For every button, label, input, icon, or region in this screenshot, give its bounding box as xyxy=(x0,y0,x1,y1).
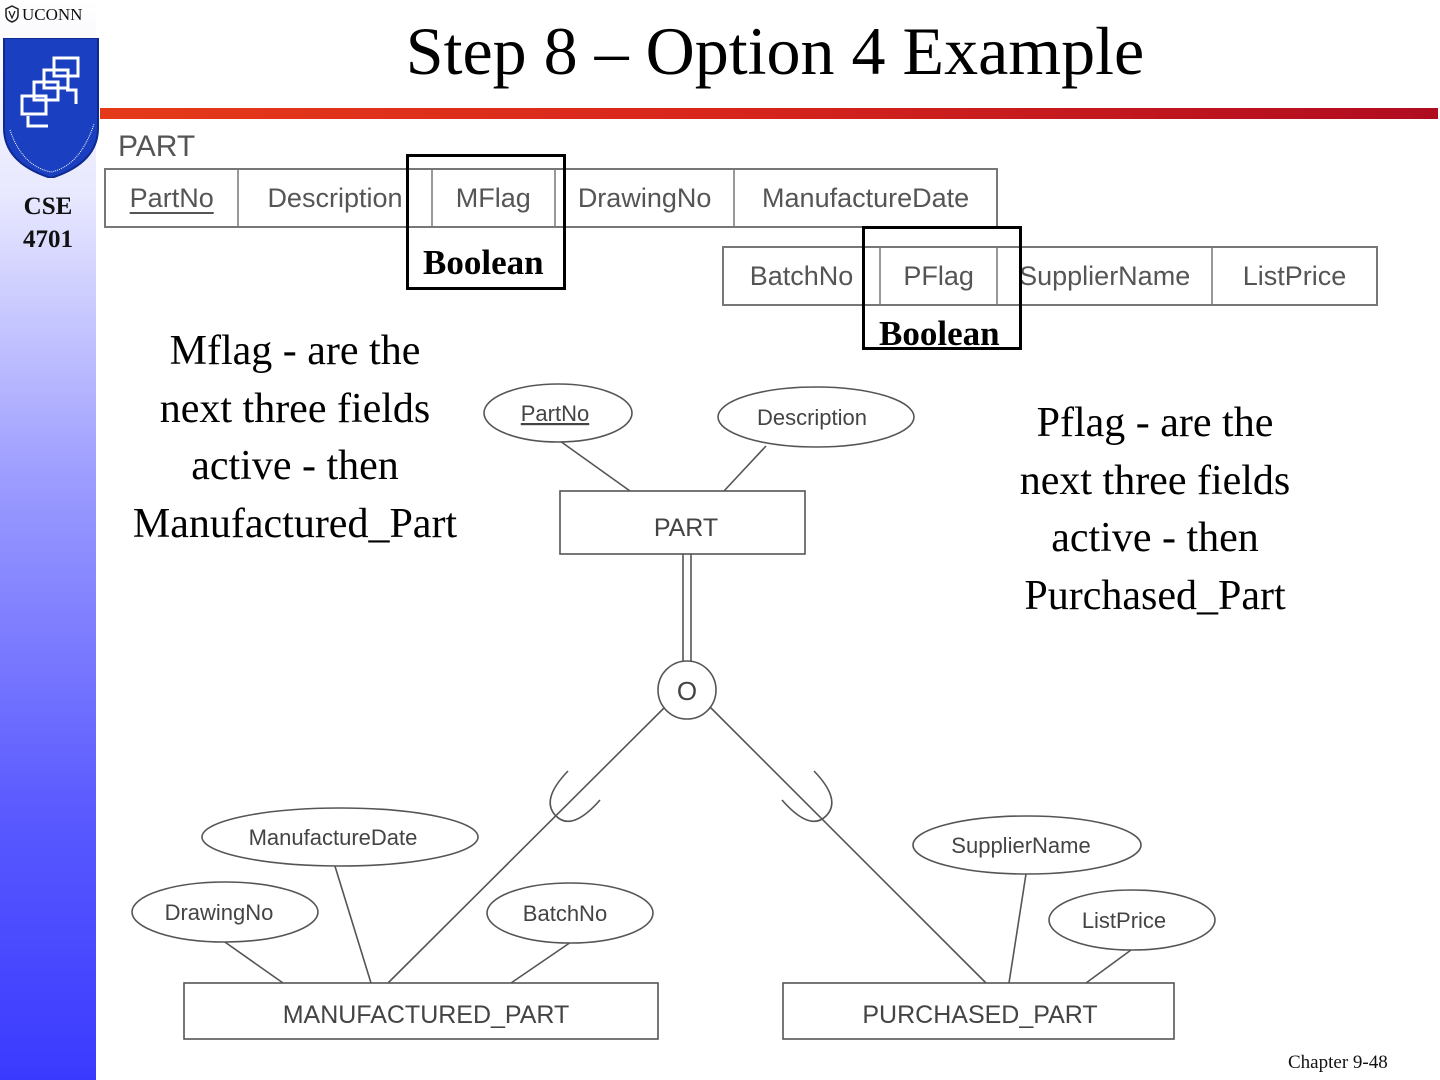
pflag-note-line: Purchased_Part xyxy=(1024,572,1286,619)
entity-purchased-part xyxy=(782,982,1175,1040)
relation-row-2: BatchNo PFlag SupplierName ListPrice xyxy=(722,246,1378,306)
attr-text-listprice: ListPrice xyxy=(1082,908,1166,933)
connector-line xyxy=(333,862,372,984)
course-code: CSE 4701 xyxy=(0,190,96,256)
uconn-wordmark: UCONN xyxy=(4,5,82,25)
attr-ellipse-suppliername xyxy=(912,815,1142,875)
attr-ellipse-manufacturedate xyxy=(201,807,479,867)
entity-manufactured-part xyxy=(183,982,659,1040)
sidebar xyxy=(0,0,96,1080)
mflag-type-label: Boolean xyxy=(423,243,544,282)
connector-line xyxy=(559,440,631,492)
subtype-line-manufactured xyxy=(387,704,668,984)
attr-text-partno: PartNo xyxy=(521,401,589,426)
cse-logo xyxy=(3,38,99,178)
relation-attr-pflag: PFlag xyxy=(881,248,999,304)
entity-part xyxy=(559,490,806,555)
relation-attr-batchno: BatchNo xyxy=(724,248,882,304)
relation-row-1: PartNo Description MFlag DrawingNo Manuf… xyxy=(104,168,998,228)
pflag-note-line: Pflag - are the xyxy=(1036,400,1274,446)
pflag-note-line: active - then xyxy=(1051,515,1259,561)
pflag-note-line: next three fields xyxy=(1019,457,1291,504)
attr-text-suppliername: SupplierName xyxy=(951,833,1090,858)
mflag-note-line: Mflag - are the xyxy=(169,328,421,374)
pflag-note: Pflag - are the next three fields active… xyxy=(980,395,1330,625)
subset-symbol xyxy=(549,770,601,823)
entity-purchased-part-label: PURCHASED_PART xyxy=(862,1001,1097,1029)
attr-ellipse-partno xyxy=(483,383,633,443)
connector-line xyxy=(1008,873,1027,984)
course-code-line1: CSE xyxy=(23,193,73,220)
entity-part-label: PART xyxy=(654,514,718,542)
attr-ellipse-listprice xyxy=(1048,889,1216,951)
subtype-line-purchased xyxy=(707,704,987,984)
relation-attr-listprice: ListPrice xyxy=(1242,260,1347,291)
attr-text-description: Description xyxy=(757,405,867,430)
pflag-highlight-box xyxy=(862,226,1022,350)
relation-attr-mflag: MFlag xyxy=(433,170,556,226)
connector-line xyxy=(1085,949,1132,984)
mflag-highlight-box xyxy=(406,154,566,290)
relation-attr-manufacturedate: ManufactureDate xyxy=(762,182,970,213)
uconn-label: UCONN xyxy=(22,5,83,24)
relation-name: PART xyxy=(118,130,196,163)
connector-line xyxy=(723,445,767,492)
mflag-note: Mflag - are the next three fields active… xyxy=(110,323,480,553)
slide-footer: Chapter 9-48 xyxy=(1288,1052,1388,1073)
relation-attr-drawingno: DrawingNo xyxy=(556,170,736,226)
mflag-note-line: next three fields xyxy=(159,385,431,432)
course-code-line2: 4701 xyxy=(23,226,73,253)
relation-attr-suppliername: SupplierName xyxy=(998,248,1214,304)
attr-ellipse-drawingno xyxy=(131,881,319,943)
disjoint-circle xyxy=(657,660,717,720)
attr-ellipse-description xyxy=(717,386,915,448)
entity-manufactured-part-label: MANUFACTURED_PART xyxy=(283,1001,570,1029)
uconn-seal-icon xyxy=(5,5,19,23)
relation-attr-description: Description xyxy=(239,170,433,226)
relation-attr-partno: PartNo xyxy=(106,170,240,226)
connector-line xyxy=(510,941,572,984)
connector-line xyxy=(221,939,284,984)
mflag-note-line: Manufactured_Part xyxy=(132,500,458,547)
title-underline-bar xyxy=(100,108,1438,119)
page-title: Step 8 – Option 4 Example xyxy=(405,13,1145,89)
pflag-type-label: Boolean xyxy=(879,314,1000,353)
attr-text-drawingno: DrawingNo xyxy=(165,900,274,925)
attr-ellipse-batchno xyxy=(486,882,654,944)
mflag-note-line: active - then xyxy=(191,443,399,489)
subset-symbol xyxy=(781,770,833,823)
attr-text-manufacturedate: ManufactureDate xyxy=(249,825,418,850)
disjoint-symbol-label: O xyxy=(677,676,697,706)
attr-text-batchno: BatchNo xyxy=(523,901,607,926)
